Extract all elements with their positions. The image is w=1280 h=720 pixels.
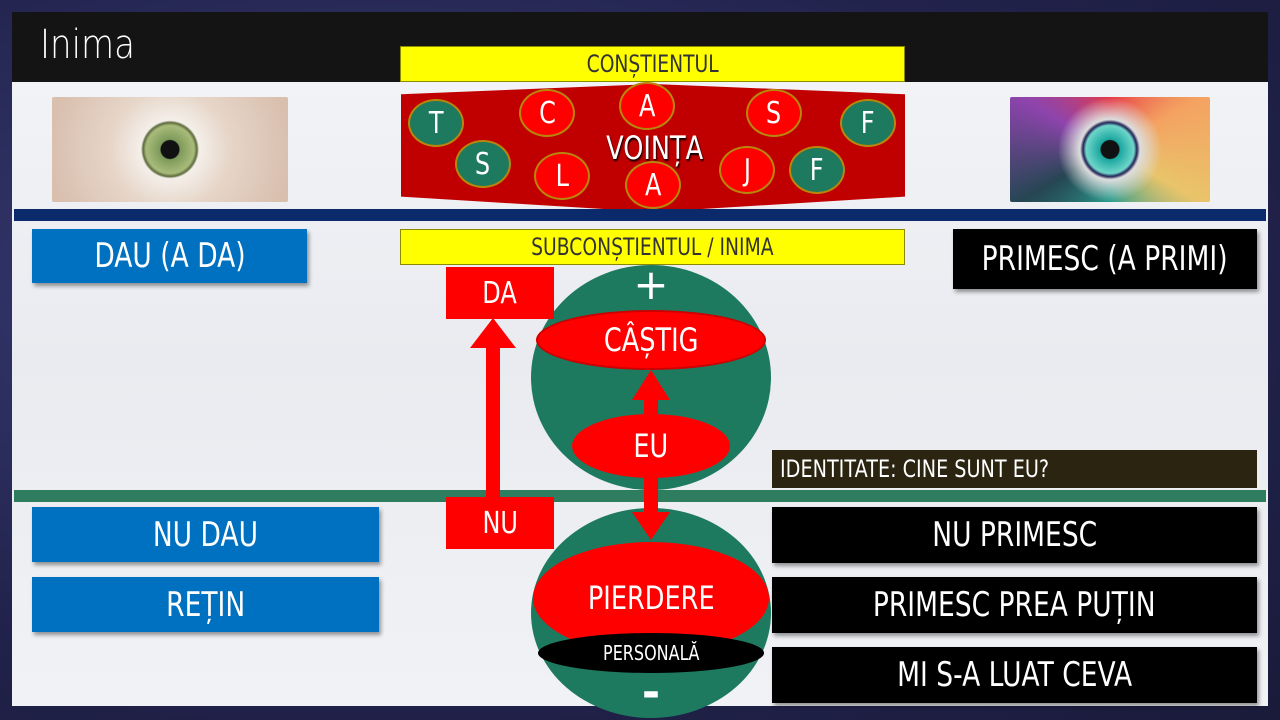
castig-ellipse: CÂȘTIG: [536, 310, 766, 370]
nu-primesc-box: NU PRIMESC: [772, 507, 1257, 563]
retin-box: REȚIN: [32, 577, 379, 632]
da-arrow-shaft: [486, 345, 500, 505]
slide-title: Inima: [40, 22, 135, 68]
minus-sign: -: [641, 666, 661, 718]
primesc-prea-putin-box: PRIMESC PREA PUȚIN: [772, 577, 1257, 633]
letter-t: T: [408, 99, 464, 147]
letter-l: L: [534, 152, 590, 200]
identitate-label: IDENTITATE: CINE SUNT EU?: [772, 450, 1257, 488]
personala-ellipse: PERSONALĂ: [538, 633, 764, 673]
da-box: DA: [446, 267, 554, 319]
eu-down-arrow-shaft: [644, 472, 658, 517]
right-eye-image: [1010, 97, 1210, 202]
vointa-label: VOINȚA: [606, 129, 704, 167]
letter-s-green: S: [455, 140, 511, 188]
nu-dau-box: NU DAU: [32, 507, 379, 562]
letter-s-red: S: [746, 89, 802, 137]
constient-label: CONȘTIENTUL: [400, 46, 905, 82]
divider-identity: [14, 490, 1266, 502]
da-arrow-head: [470, 318, 516, 348]
eu-down-arrow-head: [632, 512, 670, 540]
eu-up-arrow-head: [632, 370, 670, 400]
divider-constient: [14, 209, 1266, 221]
dau-box: DAU (A DA): [32, 229, 307, 283]
eu-up-arrow-shaft: [644, 395, 658, 420]
primesc-box: PRIMESC (A PRIMI): [953, 229, 1257, 289]
left-eye-image: [52, 97, 288, 202]
letter-a-bottom: A: [625, 161, 681, 209]
letter-f-top: F: [840, 99, 896, 147]
letter-f-bottom: F: [789, 146, 845, 194]
letter-j: J: [719, 146, 775, 194]
eu-ellipse: EU: [572, 414, 730, 478]
letter-a-top: A: [619, 82, 675, 130]
subconstient-label: SUBCONȘTIENTUL / INIMA: [400, 229, 905, 265]
letter-c: C: [519, 89, 575, 137]
nu-box: NU: [446, 497, 554, 549]
plus-sign: +: [633, 259, 669, 309]
luat-box: MI S-A LUAT CEVA: [772, 647, 1257, 703]
